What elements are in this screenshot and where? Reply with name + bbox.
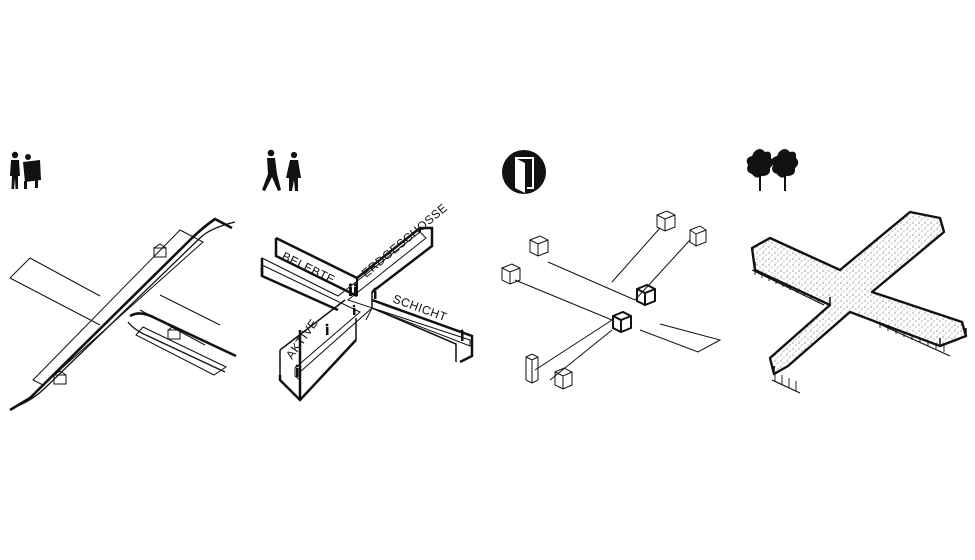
door-in-circle-icon <box>502 150 546 194</box>
tram-stop-icon <box>53 370 67 385</box>
panel-4 <box>746 149 968 394</box>
panel-2: BELEBTE ERDGESCHOSSE SCHICHT AKTIVE <box>260 149 474 402</box>
entrance-box-highlight <box>636 283 656 307</box>
planted-crossing-with-colonnades <box>750 210 968 394</box>
entrance-box-highlight <box>612 310 632 334</box>
entrance-box <box>529 235 549 257</box>
trees-icon <box>746 149 799 191</box>
pedestrian-with-luggage-icon <box>10 151 41 189</box>
panel-1 <box>9 151 237 412</box>
green-roof <box>750 210 968 376</box>
tram-stop-icon <box>153 243 167 258</box>
label-aktive: AKTIVE <box>283 316 321 361</box>
tram-stop-icon <box>167 325 181 340</box>
crossing-with-tram-tracks <box>9 217 237 412</box>
entrance-box <box>689 225 707 247</box>
panel-3 <box>501 150 722 390</box>
walking-people-icon <box>262 149 301 191</box>
entrance-box <box>554 367 573 390</box>
facade-labels: BELEBTE ERDGESCHOSSE SCHICHT AKTIVE <box>280 201 450 362</box>
entrance-box <box>656 210 676 232</box>
entrance-box <box>501 263 521 285</box>
entrance-box <box>525 353 539 384</box>
pedestrian-icon <box>295 283 464 377</box>
crossing-with-entrance-boxes <box>501 210 722 390</box>
walled-crossing-with-facade-labels <box>260 226 474 402</box>
